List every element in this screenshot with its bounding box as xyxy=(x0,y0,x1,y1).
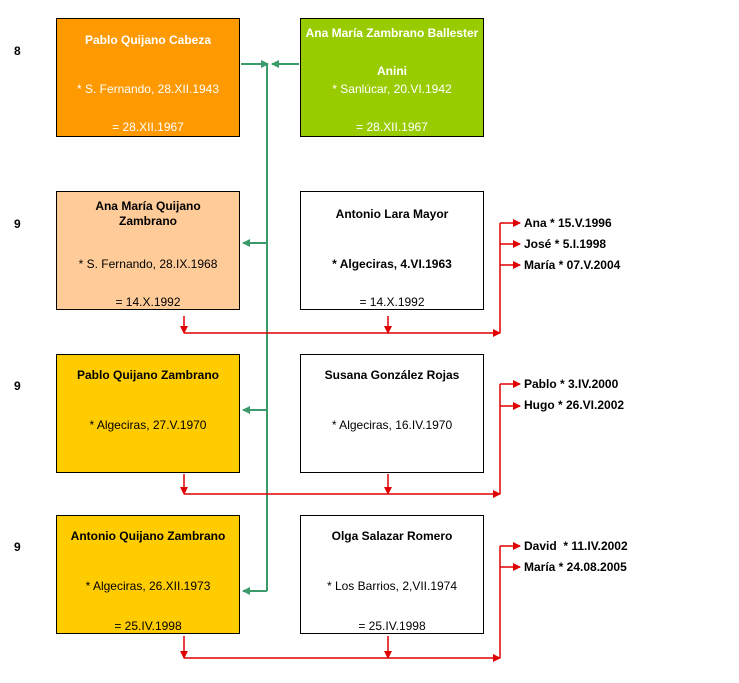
child-entry: María * 24.08.2005 xyxy=(524,560,627,574)
person-birth: * Algeciras, 16.IV.1970 xyxy=(331,418,453,432)
person-name: Antonio Quijano Zambrano xyxy=(70,529,226,543)
person-name: Olga Salazar Romero xyxy=(331,529,453,543)
person-box-olga-salazar-romero: Olga Salazar Romero * Los Barrios, 2,VII… xyxy=(300,515,484,634)
person-birth: * Algeciras, 26.XII.1973 xyxy=(85,579,211,593)
child-entry: Pablo * 3.IV.2000 xyxy=(524,377,619,391)
child-entry: Ana * 15.V.1996 xyxy=(524,216,612,230)
person-birth: * S. Fernando, 28.XII.1943 xyxy=(76,82,220,96)
person-marriage: = 14.X.1992 xyxy=(359,295,425,309)
person-birth: * S. Fernando, 28.IX.1968 xyxy=(78,257,218,271)
child-entry: David * 11.IV.2002 xyxy=(524,539,628,553)
person-name: Ana María Quijano Zambrano xyxy=(95,199,201,228)
child-links-row-4 xyxy=(180,542,521,662)
child-links-row-2 xyxy=(180,219,521,337)
generation-label: 9 xyxy=(14,217,21,231)
child-entry: José * 5.I.1998 xyxy=(524,237,607,251)
child-links-row-3 xyxy=(180,380,521,498)
person-box-pablo-quijano-zambrano: Pablo Quijano Zambrano * Algeciras, 27.V… xyxy=(56,354,240,473)
person-name: Pablo Quijano Cabeza xyxy=(84,33,212,47)
person-marriage: = 28.XII.1967 xyxy=(112,120,184,134)
person-box-susana-gonzalez-rojas: Susana González Rojas * Algeciras, 16.IV… xyxy=(300,354,484,473)
person-marriage: = 28.XII.1967 xyxy=(356,120,428,134)
person-marriage: = 14.X.1992 xyxy=(115,295,181,309)
person-box-antonio-quijano-zambrano: Antonio Quijano Zambrano * Algeciras, 26… xyxy=(56,515,240,634)
person-nickname: Anini xyxy=(377,64,407,78)
generation-label: 9 xyxy=(14,540,21,554)
children-list: Pablo * 3.IV.2000 Hugo * 26.VI.2002 xyxy=(524,374,624,416)
parent-links xyxy=(241,60,299,595)
person-birth: * Algeciras, 4.VI.1963 xyxy=(332,257,452,271)
person-birth: * Sanlúcar, 20.VI.1942 xyxy=(332,82,452,96)
person-marriage: = 25.IV.1998 xyxy=(358,619,426,633)
children-list: Ana * 15.V.1996 José * 5.I.1998 María * … xyxy=(524,213,620,276)
person-name: Ana María Zambrano Ballester xyxy=(305,26,479,40)
person-box-ana-maria-quijano-zambrano: Ana María Quijano Zambrano * S. Fernando… xyxy=(56,191,240,310)
person-box-pablo-quijano-cabeza: Pablo Quijano Cabeza * S. Fernando, 28.X… xyxy=(56,18,240,137)
generation-label: 8 xyxy=(14,44,21,58)
person-name: Pablo Quijano Zambrano xyxy=(76,368,219,382)
child-entry: María * 07.V.2004 xyxy=(524,258,621,272)
child-entry: Hugo * 26.VI.2002 xyxy=(524,398,625,412)
person-box-ana-maria-zambrano-ballester: Ana María Zambrano Ballester Anini * San… xyxy=(300,18,484,137)
person-birth: * Algeciras, 27.V.1970 xyxy=(89,418,207,432)
person-box-antonio-lara-mayor: Antonio Lara Mayor * Algeciras, 4.VI.196… xyxy=(300,191,484,310)
person-name: Antonio Lara Mayor xyxy=(335,207,449,221)
children-list: David * 11.IV.2002 María * 24.08.2005 xyxy=(524,536,628,578)
person-name: Susana González Rojas xyxy=(324,368,460,382)
person-marriage: = 25.IV.1998 xyxy=(114,619,182,633)
generation-label: 9 xyxy=(14,379,21,393)
person-birth: * Los Barrios, 2,VII.1974 xyxy=(326,579,458,593)
